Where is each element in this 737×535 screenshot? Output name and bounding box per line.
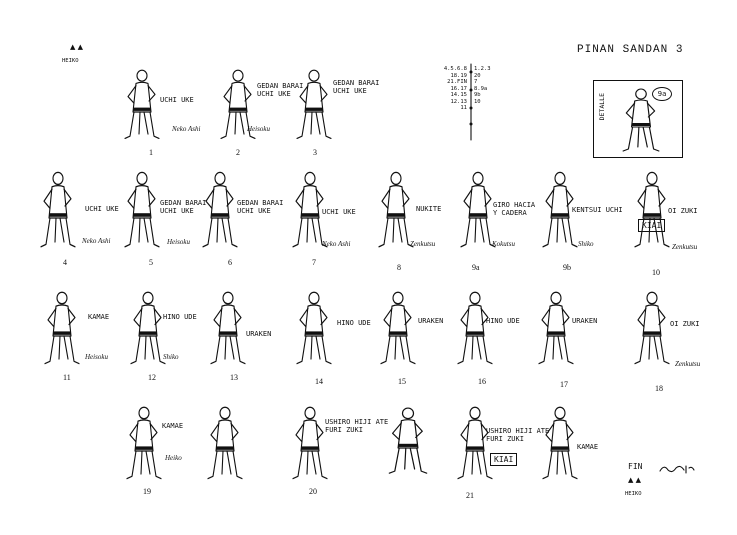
num-11: 11 <box>63 373 71 382</box>
tech-7: UCHI UKE <box>322 208 356 216</box>
tech-12: HINO UDE <box>163 313 197 321</box>
num-8: 8 <box>397 263 401 272</box>
tech-8: NUKITE <box>416 205 442 213</box>
num-20: 20 <box>309 487 317 496</box>
figure-20 <box>292 406 328 480</box>
figure-20b <box>388 407 428 474</box>
tech-21: USHIRO HIJI ATE FURI ZUKI <box>486 427 550 443</box>
detail-figure <box>622 88 660 152</box>
figure-18 <box>634 291 670 365</box>
tech-11: KAMAE <box>88 313 110 321</box>
tech-22: KAMAE <box>577 443 599 451</box>
num-13: 13 <box>230 373 238 382</box>
num-7: 7 <box>312 258 316 267</box>
stance-18: Zenkutsu <box>675 360 701 368</box>
tech-9a: GIRO HACIA Y CADERA <box>493 201 536 217</box>
figure-12 <box>130 291 166 365</box>
signature <box>659 465 695 474</box>
heiko-label: HEIKO <box>625 491 642 497</box>
num-18: 18 <box>655 384 663 393</box>
figure-19b <box>207 406 243 480</box>
embusen-right: 1.2.3 20 7 8.9a 9b 10 <box>474 66 491 105</box>
tech-18: OI ZUKI <box>670 320 700 328</box>
figure-22 <box>542 406 578 480</box>
figure-17 <box>538 291 574 365</box>
start-label: HEIKO <box>62 58 79 64</box>
num-17: 17 <box>560 380 568 389</box>
figure-14 <box>296 291 332 365</box>
num-5: 5 <box>149 258 153 267</box>
num-16: 16 <box>478 377 486 386</box>
figure-1 <box>124 69 160 140</box>
figure-9b <box>542 171 578 248</box>
tech-16: HINO UDE <box>486 317 520 325</box>
stance-2: Heisoku <box>247 125 270 133</box>
tech-3: GEDAN BARAI UCHI UKE <box>333 79 380 95</box>
tech-10: OI ZUKI <box>668 207 698 215</box>
figure-13 <box>210 291 246 365</box>
figure-4 <box>40 171 76 248</box>
embusen-line <box>469 63 473 141</box>
num-21: 21 <box>466 491 474 500</box>
stance-5: Heisoku <box>167 238 190 246</box>
figure-11 <box>44 291 80 365</box>
stance-19: Heiko <box>165 454 182 462</box>
num-14: 14 <box>315 377 323 386</box>
detail-box: DETALLE 9a <box>593 80 683 158</box>
tech-15: URAKEN <box>418 317 444 325</box>
figure-16 <box>457 291 493 365</box>
num-19: 19 <box>143 487 151 496</box>
stance-11: Heisoku <box>85 353 108 361</box>
tech-1: UCHI UKE <box>160 96 194 104</box>
tech-20: USHIRO HIJI ATE FURI ZUKI <box>325 418 389 434</box>
tech-2: GEDAN BARAI UCHI UKE <box>257 82 304 98</box>
tech-14: HINO UDE <box>337 319 371 327</box>
kiai-21: KIAI <box>490 453 518 466</box>
figure-19 <box>126 406 162 480</box>
num-9b: 9b <box>563 263 571 272</box>
tech-6: GEDAN BARAI UCHI UKE <box>237 199 284 215</box>
figure-5 <box>124 171 160 248</box>
page-title: PINAN SANDAN 3 <box>577 44 684 56</box>
stance-12: Shiko <box>163 353 179 361</box>
fin-label: FIN <box>628 462 643 471</box>
tech-4: UCHI UKE <box>85 205 119 213</box>
stance-7: Neko Ashi <box>322 240 351 248</box>
figure-7 <box>292 171 328 248</box>
tech-13: URAKEN <box>246 330 272 338</box>
stance-8: Zenkutsu <box>410 240 436 248</box>
kiai-10: KIAI <box>638 219 666 232</box>
num-12: 12 <box>148 373 156 382</box>
figure-15 <box>380 291 416 365</box>
start-marker: ▲ ▲ <box>70 43 83 51</box>
end-marker: ▲ ▲ <box>628 476 641 484</box>
tech-19: KAMAE <box>162 422 184 430</box>
num-1: 1 <box>149 148 153 157</box>
detail-badge: 9a <box>652 87 672 101</box>
num-4: 4 <box>63 258 67 267</box>
embusen-left: 4.5.6.8 18.19 21.FIN 16.17 14.15 12.13 1… <box>443 66 467 111</box>
num-3: 3 <box>313 148 317 157</box>
tech-9b: KENTSUI UCHI <box>572 206 623 214</box>
tech-5: GEDAN BARAI UCHI UKE <box>160 199 207 215</box>
stance-4: Neko Ashi <box>82 237 111 245</box>
stance-9a: Kokutsu <box>492 240 515 248</box>
num-2: 2 <box>236 148 240 157</box>
tech-17: URAKEN <box>572 317 598 325</box>
figure-9a <box>460 171 496 248</box>
detail-label: DETALLE <box>598 93 606 121</box>
num-6: 6 <box>228 258 232 267</box>
figure-6 <box>202 171 238 248</box>
num-9a: 9a <box>472 263 480 272</box>
stance-10: Zenkutsu <box>672 243 698 251</box>
num-10: 10 <box>652 268 660 277</box>
figure-10 <box>634 171 670 248</box>
stance-1: Neko Ashi <box>172 125 201 133</box>
stance-9b: Shiko <box>578 240 594 248</box>
num-15: 15 <box>398 377 406 386</box>
figure-8 <box>378 171 414 248</box>
figure-3 <box>296 69 332 140</box>
